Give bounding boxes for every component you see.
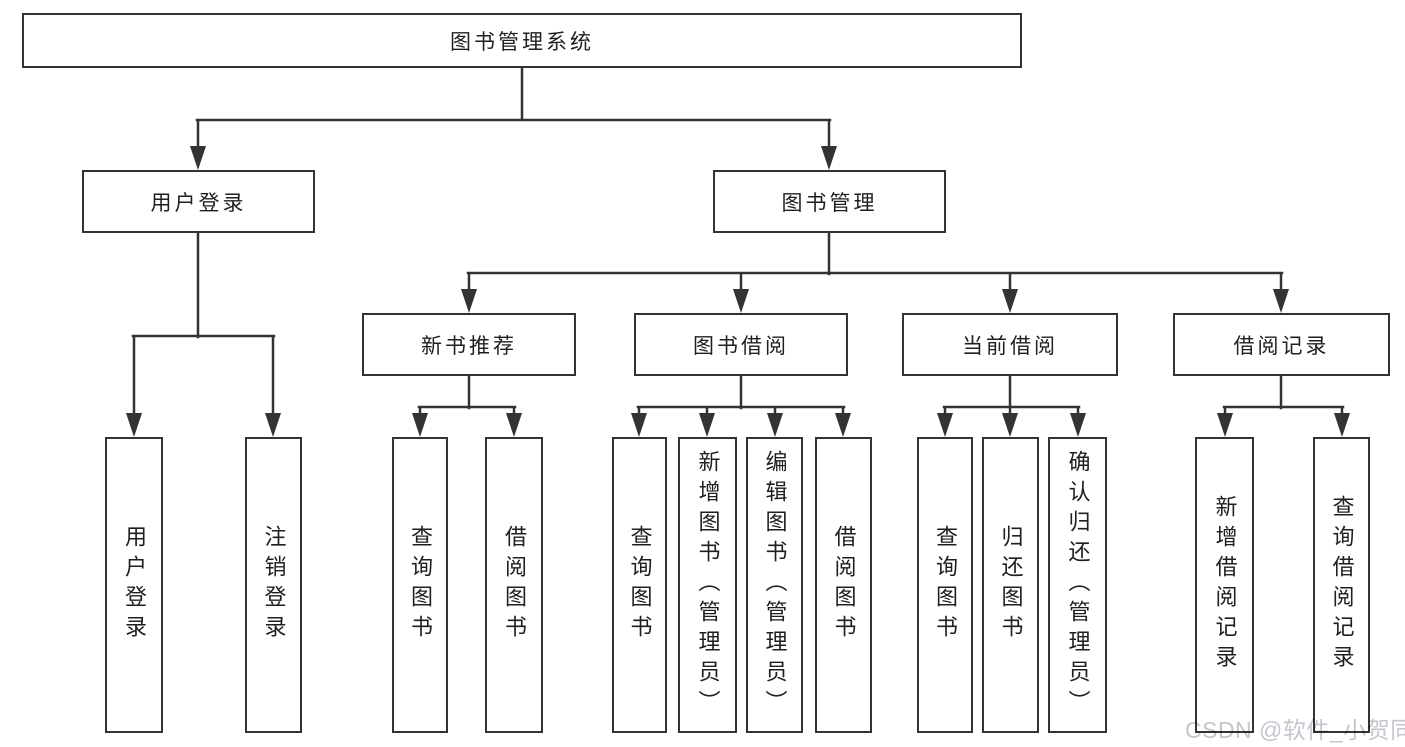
leaf-confirm-return-admin: 确认归还（管理员）: [1048, 437, 1107, 733]
node-root-library-system: 图书管理系统: [22, 13, 1022, 68]
node-book-borrowing: 图书借阅: [634, 313, 848, 376]
connector-book-borrow-to-leaves: [631, 374, 851, 437]
leaf-return-books: 归还图书: [982, 437, 1039, 733]
connector-user-login-to-leaves: [126, 231, 281, 437]
leaf-query-books-current: 查询图书: [917, 437, 973, 733]
connector-root-to-level2: [190, 66, 837, 170]
connector-borrow-record-to-leaves: [1217, 374, 1350, 437]
node-borrowing-records: 借阅记录: [1173, 313, 1390, 376]
connector-book-management-to-level3: [461, 231, 1289, 313]
leaf-borrow-books-recommend: 借阅图书: [485, 437, 543, 733]
leaf-add-borrow-record: 新增借阅记录: [1195, 437, 1254, 733]
leaf-query-books-borrow: 查询图书: [612, 437, 667, 733]
leaf-query-books-recommend: 查询图书: [392, 437, 448, 733]
leaf-logout: 注销登录: [245, 437, 302, 733]
connector-new-book-to-leaves: [412, 374, 522, 437]
node-current-borrowing: 当前借阅: [902, 313, 1118, 376]
node-user-login: 用户登录: [82, 170, 315, 233]
node-new-book-recommendation: 新书推荐: [362, 313, 576, 376]
leaf-borrow-books: 借阅图书: [815, 437, 872, 733]
leaf-edit-books-admin: 编辑图书（管理员）: [746, 437, 803, 733]
leaf-user-login: 用户登录: [105, 437, 163, 733]
leaf-add-books-admin: 新增图书（管理员）: [678, 437, 737, 733]
leaf-query-borrow-record: 查询借阅记录: [1313, 437, 1370, 733]
node-book-management: 图书管理: [713, 170, 946, 233]
connector-current-borrow-to-leaves: [937, 374, 1086, 437]
csdn-watermark: CSDN @软件_小贺同学: [1185, 717, 1405, 743]
